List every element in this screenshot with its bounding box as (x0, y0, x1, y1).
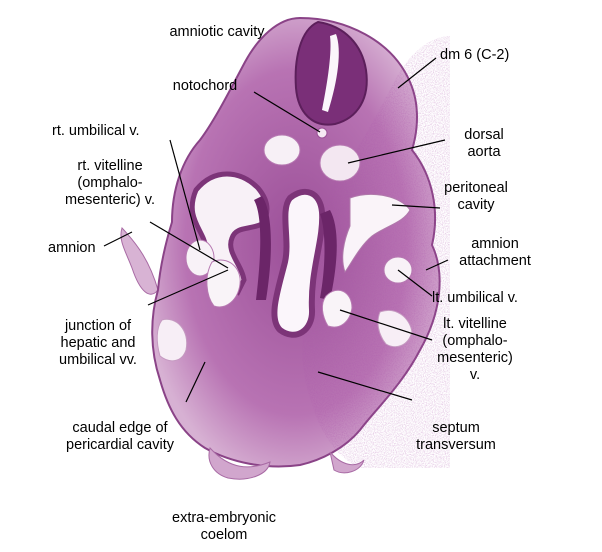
leader-caudal-edge (185, 361, 206, 403)
label-dm6: dm 6 (C-2) (440, 47, 510, 63)
gut-tube-left (254, 196, 271, 300)
leader-rt-vitelline (149, 221, 229, 269)
label-amniotic-cavity: amniotic cavity (169, 24, 265, 40)
label-lt-umbilical: lt. umbilical v. (432, 290, 518, 306)
right-dorsal-aorta-lumen (319, 144, 361, 182)
leader-lt-vitelline (339, 309, 433, 341)
liver-sinus-lumen (271, 188, 326, 338)
lt-vitelline-vein (321, 289, 353, 328)
label-notochord: notochord (172, 78, 238, 94)
leader-dm6 (397, 57, 437, 89)
label-dorsal-aorta: dorsal aorta (464, 127, 504, 160)
label-peritoneal-cavity: peritoneal cavity (444, 180, 508, 213)
label-amnion-attachment: amnion attachment (459, 236, 531, 269)
label-rt-vitelline: rt. vitelline (omphalo- mesenteric) v. (65, 158, 155, 208)
gut-tube-right (320, 210, 337, 300)
label-junction: junction of hepatic and umbilical vv. (59, 318, 137, 368)
label-lt-vitelline: lt. vitelline (omphalo- mesenteric) v. (437, 316, 513, 383)
peritoneal-cavity-space (342, 193, 411, 274)
rt-umbilical-vein (185, 239, 215, 277)
label-rt-umbilical: rt. umbilical v. (52, 123, 140, 139)
leader-amnion-attachment (425, 259, 449, 271)
leader-rt-umbilical (169, 139, 201, 251)
extra-embryonic-membrane-right (329, 451, 365, 474)
leader-dorsal-aorta (347, 139, 446, 164)
label-septum-transversum: septum transversum (416, 420, 496, 453)
notochord-dot (316, 127, 328, 139)
leader-lt-umbilical (397, 269, 433, 297)
pericardial-space-left (156, 318, 188, 362)
left-dorsal-aorta-lumen (263, 134, 301, 166)
label-amnion: amnion (48, 240, 96, 256)
leader-peritoneal (391, 204, 441, 209)
leader-lines (103, 57, 449, 403)
label-extra-embryonic-coelom: extra-embryonic coelom (172, 510, 276, 543)
extra-embryonic-membrane (208, 446, 271, 480)
rt-vitelline-vein (206, 259, 241, 308)
pericardial-space-right (377, 310, 413, 348)
leader-septum (317, 371, 413, 401)
leader-amnion (103, 231, 133, 247)
amnion-membrane-left (120, 227, 159, 295)
leader-junction (147, 269, 229, 306)
leader-notochord (253, 91, 321, 133)
label-caudal-edge: caudal edge of pericardial cavity (66, 420, 174, 453)
neural-canal (322, 34, 339, 112)
